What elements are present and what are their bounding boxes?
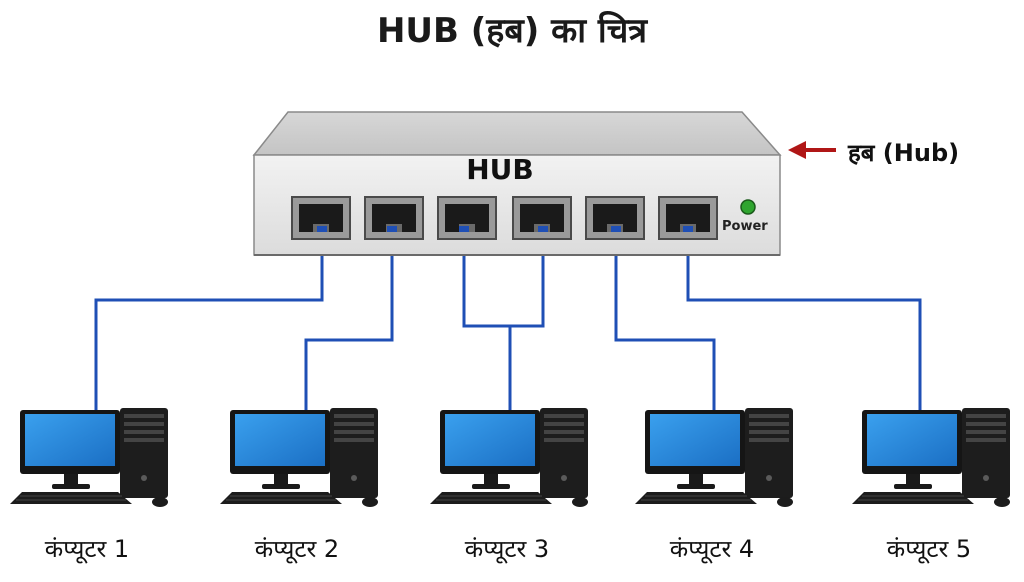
arrow-icon [788, 141, 836, 159]
port-4 [512, 196, 572, 240]
port-6 [658, 196, 718, 240]
power-led-icon [740, 199, 756, 215]
hub-label: HUB [466, 153, 534, 186]
computer-2-icon [219, 407, 379, 508]
cable-3 [462, 228, 545, 328]
computer-5-label: कंप्यूटर 5 [886, 535, 972, 563]
port-2 [364, 196, 424, 240]
page-title: HUB (हब) का चित्र [376, 11, 648, 51]
computer-4-label: कंप्यूटर 4 [669, 535, 755, 563]
computer-3-label: कंप्यूटर 3 [464, 535, 550, 563]
hub-side-label: हब (Hub) [848, 139, 960, 167]
port-3 [437, 196, 497, 240]
cable-2 [304, 228, 394, 412]
port-1 [291, 196, 351, 240]
port-5 [585, 196, 645, 240]
computer-1-icon [9, 407, 169, 508]
cables [94, 228, 922, 412]
cable-1 [94, 228, 324, 412]
computer-1-label: कंप्यूटर 1 [44, 535, 130, 563]
cable-5 [686, 228, 922, 412]
computer-5-icon [851, 407, 1011, 508]
computer-4-icon [634, 407, 794, 508]
computer-2-label: कंप्यूटर 2 [254, 535, 340, 563]
computer-3-icon [429, 407, 589, 508]
cable-4 [614, 228, 716, 412]
power-label: Power [722, 219, 768, 234]
